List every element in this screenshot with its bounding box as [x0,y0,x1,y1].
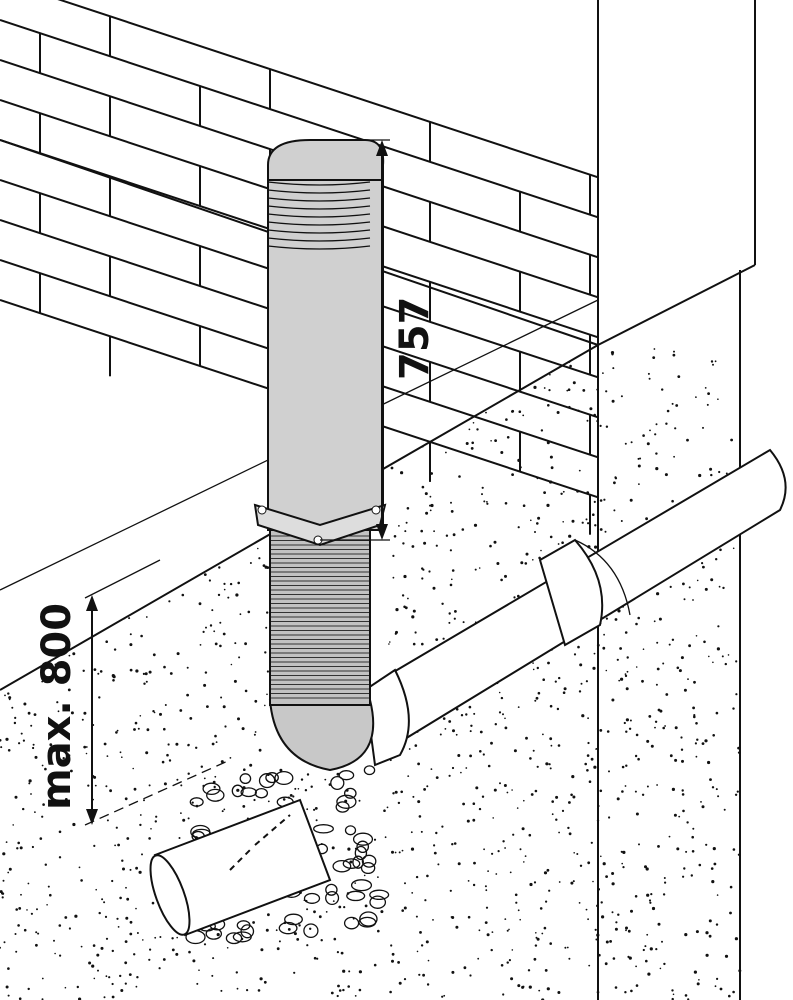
dimension-label-757: 757 [392,297,438,381]
height-dimension: 757 [320,139,438,541]
dimension-label-max-800: max. 800 [34,603,80,810]
flexible-corrugated-pipe [269,529,371,706]
ventilation-pipe [253,139,387,547]
depth-dimension: max. 800 [34,559,231,826]
horizontal-pipe [363,448,787,767]
building-wall [597,0,756,1000]
drain-pipe [149,798,332,937]
pipe-elbow [268,699,375,772]
